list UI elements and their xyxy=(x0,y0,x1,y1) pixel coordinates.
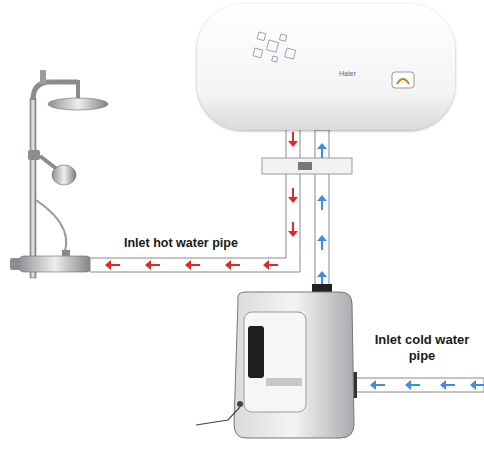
flow-arrow xyxy=(321,148,323,158)
flow-arrow xyxy=(317,195,327,201)
flow-arrow xyxy=(288,141,298,147)
flow-arrow xyxy=(370,380,376,390)
shower-set xyxy=(10,70,108,278)
flow-arrow xyxy=(317,143,327,149)
flow-arrow xyxy=(263,260,269,270)
booster-pump xyxy=(196,284,357,438)
water-heater: Haier xyxy=(197,4,455,130)
flow-arrow xyxy=(317,235,327,241)
pipe-label: Inlet cold water pipe xyxy=(364,332,480,363)
flow-arrow xyxy=(405,380,411,390)
flow-arrow xyxy=(292,188,294,198)
flow-arrow xyxy=(321,200,323,210)
flow-arrow xyxy=(225,260,231,270)
flow-arrow xyxy=(292,132,294,142)
flow-arrow xyxy=(150,264,160,266)
flow-arrow xyxy=(145,260,151,270)
hot-pipe xyxy=(90,130,300,272)
flow-arrow xyxy=(375,384,385,386)
pipe-label: Inlet hot water pipe xyxy=(124,236,284,251)
flow-arrow xyxy=(230,264,240,266)
flow-arrow xyxy=(410,384,420,386)
flow-arrow xyxy=(475,384,484,386)
flow-arrow xyxy=(321,240,323,250)
flow-arrow xyxy=(185,260,191,270)
flow-arrow xyxy=(292,222,294,232)
flow-arrow xyxy=(288,197,298,203)
flow-arrow xyxy=(317,271,327,277)
flow-arrow xyxy=(445,384,455,386)
heater-decor xyxy=(197,4,455,130)
flow-arrow xyxy=(440,380,446,390)
flow-arrow xyxy=(470,380,476,390)
pipe-bracket xyxy=(262,158,352,174)
flow-arrow xyxy=(190,264,200,266)
brand-logo: Haier xyxy=(339,70,356,77)
flow-arrow xyxy=(268,264,278,266)
flow-arrow xyxy=(110,264,120,266)
flow-arrow xyxy=(105,260,111,270)
flow-arrow xyxy=(288,231,298,237)
